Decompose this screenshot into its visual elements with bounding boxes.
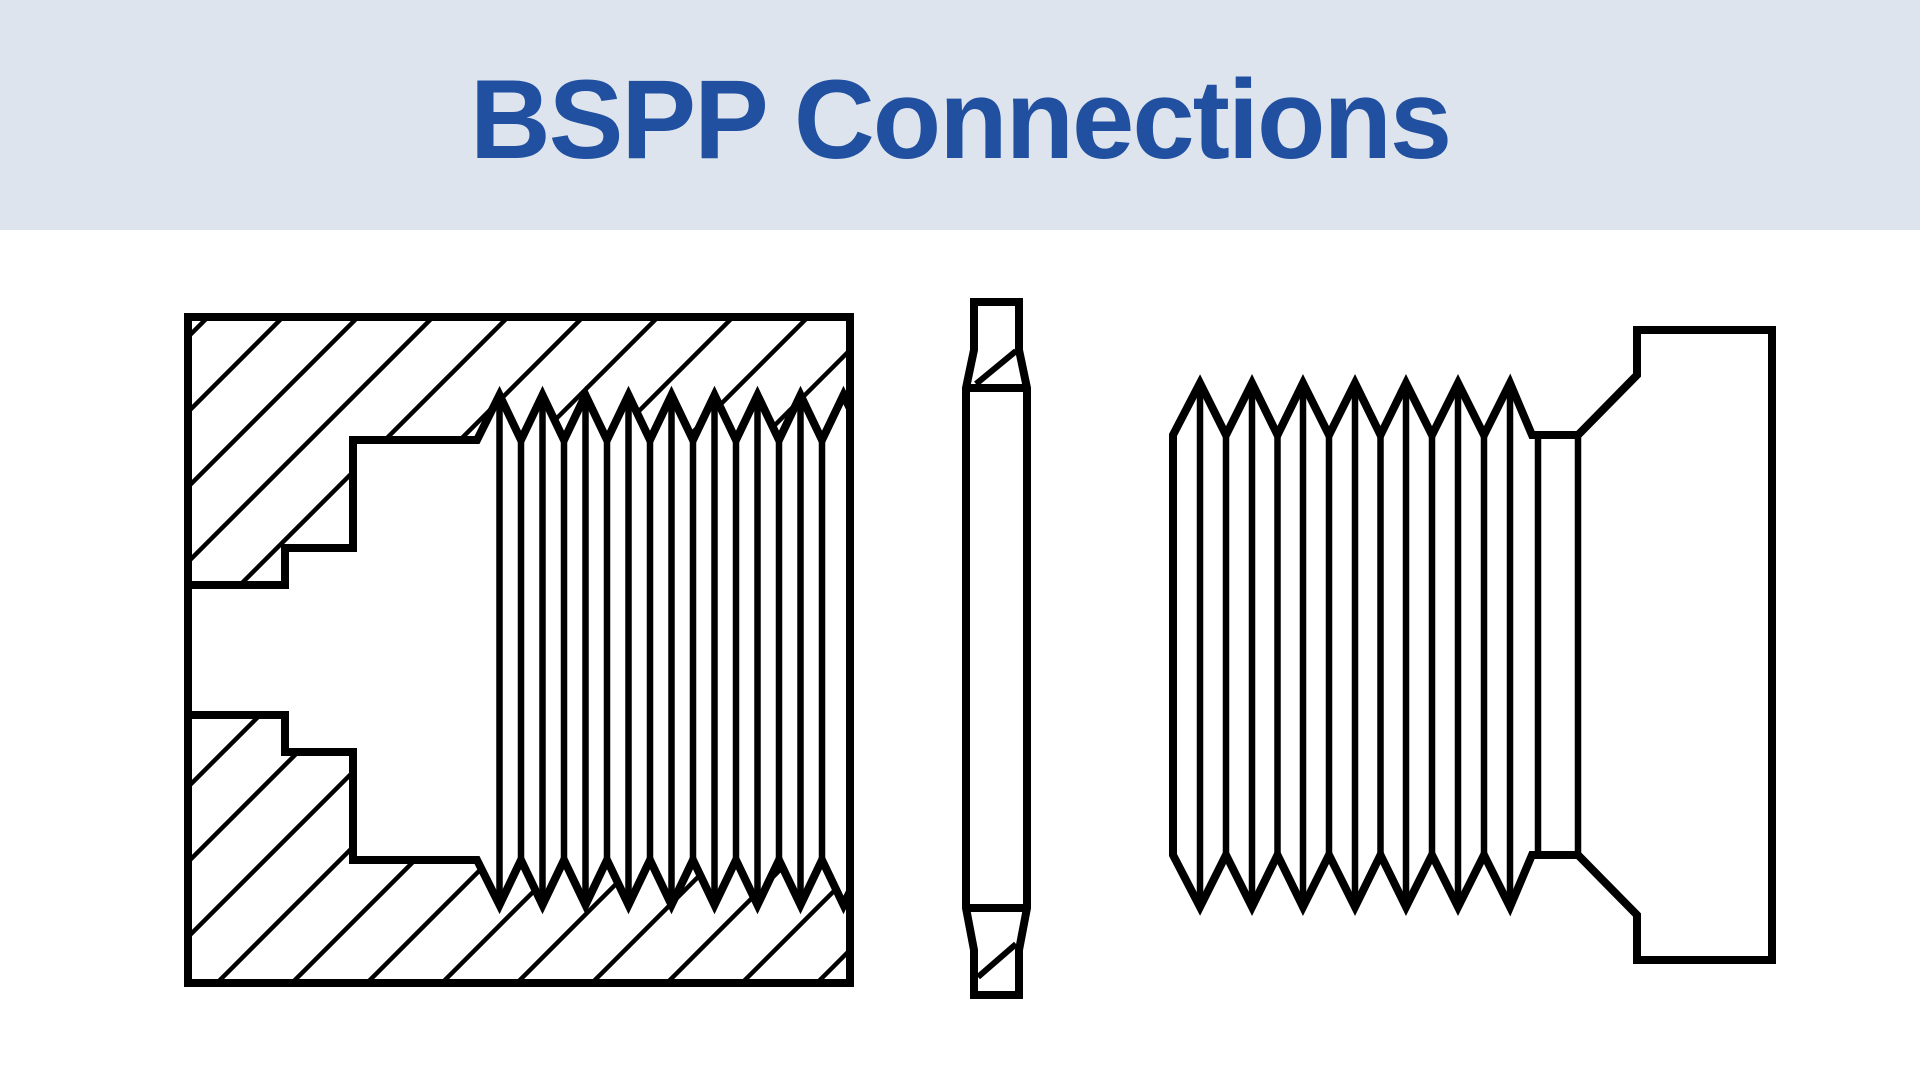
male-bspp-plug xyxy=(1169,326,1776,964)
seal-chamfer-marks xyxy=(974,348,1018,980)
page-title: BSPP Connections xyxy=(469,57,1452,182)
seal-outline xyxy=(962,298,1031,999)
male-outline xyxy=(1169,326,1776,964)
female-port-cross-section xyxy=(184,313,854,987)
female-thread-lines xyxy=(496,395,826,905)
male-thread-lines xyxy=(1196,383,1582,907)
bonded-seal-washer xyxy=(962,298,1031,999)
female-cavity-outline xyxy=(188,385,854,915)
female-hatch-fill xyxy=(188,317,850,983)
page-header: BSPP Connections xyxy=(0,0,1920,230)
seal-seam-lines xyxy=(966,384,1027,912)
